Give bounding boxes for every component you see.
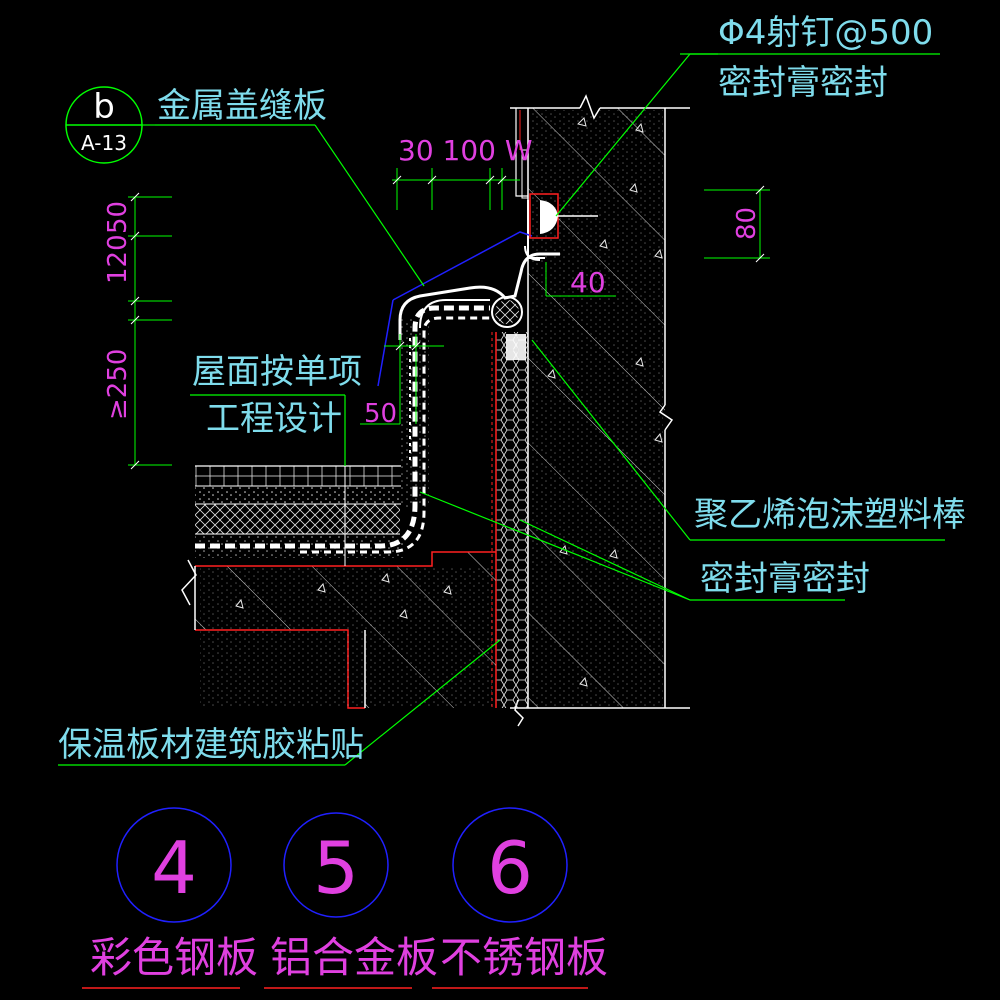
option-4: 4 彩色钢板 [82,807,258,989]
option-5: 5 铝合金板 [264,812,438,989]
option-number: 4 [151,826,197,910]
dim-40: 40 [570,266,606,299]
roof-slab [181,551,496,709]
metal-flashing [377,108,598,387]
dim-80: 80 [732,207,762,240]
label-seal-mid: 密封膏密封 [700,559,870,599]
label-roof-design-1: 屋面按单项 [192,352,362,392]
dim-250: ≥250 [103,349,133,420]
option-6: 6 不锈钢板 [432,807,608,989]
detail-letter: b [93,87,115,127]
material-options: 4 彩色钢板 5 铝合金板 6 不锈钢板 [82,807,608,989]
label-nail: Φ4射钉@500 [718,13,933,53]
label-roof-design-2: 工程设计 [206,399,342,439]
dimension-text: 30 100 W 120 50 ≥250 50 40 80 [103,134,762,429]
option-label: 彩色钢板 [90,933,258,982]
annotation-labels: 金属盖缝板 Φ4射钉@500 密封膏密封 屋面按单项 工程设计 聚乙烯泡沫塑料棒… [58,13,966,765]
label-seal-top: 密封膏密封 [718,63,888,103]
option-number: 5 [313,826,359,910]
option-label: 不锈钢板 [440,933,608,982]
dimension-lines [128,168,770,470]
dim-30-100-w: 30 100 W [398,134,533,167]
option-label: 铝合金板 [270,933,438,982]
concrete-wall [510,94,690,727]
roof-layers [195,318,429,566]
label-insulation-glue: 保温板材建筑胶粘贴 [58,725,364,765]
dim-50: 50 [103,201,133,234]
pe-foam-rod [491,296,523,328]
wall-insulation-board [491,332,529,708]
leader-lines [58,53,945,766]
label-pe-foam-rod: 聚乙烯泡沫塑料棒 [694,495,966,535]
dim-120: 120 [103,234,133,284]
option-number: 6 [487,826,533,910]
detail-reference-bubble: b A-13 [65,86,143,164]
waterproof-membrane [195,299,492,554]
label-metal-cover-plate: 金属盖缝板 [157,86,327,126]
detail-sheet: A-13 [81,131,127,155]
dim-50b: 50 [364,399,397,429]
